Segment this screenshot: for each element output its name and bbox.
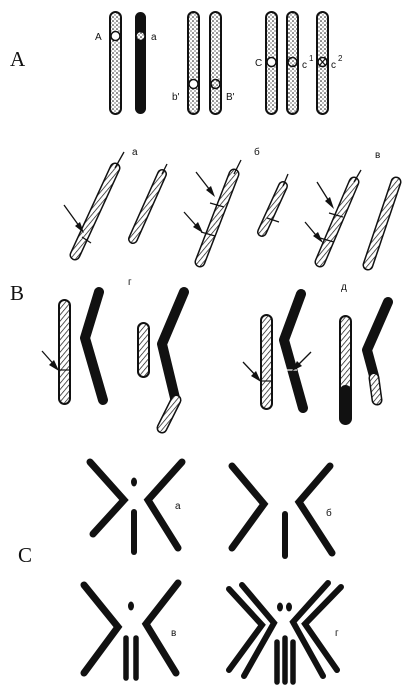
chromosome-set-C-c: C c 1 c 2 xyxy=(255,12,343,114)
chromosome-bent-solid xyxy=(367,302,388,376)
panel-c-b: б xyxy=(232,466,332,556)
chromosome-hatched xyxy=(59,300,70,404)
chromosome-bent-solid xyxy=(284,294,303,408)
chromosome-pair-A-a: A a xyxy=(95,12,157,114)
panel-b-b: б xyxy=(184,146,288,262)
chromosome-pair-b-B: b' B' xyxy=(172,12,235,114)
section-label-a: A xyxy=(10,47,26,71)
panel-b-d: д xyxy=(243,282,388,424)
locus-dominant xyxy=(211,80,220,89)
chromosome-v-left xyxy=(90,462,124,534)
allele-superscript: 2 xyxy=(338,54,343,63)
chromosome-dot xyxy=(131,478,137,487)
locus-dominant xyxy=(111,32,120,41)
allele-label: a xyxy=(151,32,157,43)
chromosome-bent-solid xyxy=(85,292,103,400)
allele-label: c xyxy=(331,60,336,71)
chromosome-v-left xyxy=(84,585,118,673)
panel-c-a: а xyxy=(90,462,182,552)
chromosome-speckled xyxy=(210,12,221,114)
panel-label: в xyxy=(171,628,176,639)
panel-label: б xyxy=(254,146,260,158)
locus-c1 xyxy=(288,58,297,67)
arrow-icon xyxy=(325,197,334,209)
panel-c-g: г xyxy=(229,583,341,682)
panel-label: а xyxy=(132,147,138,158)
allele-label: A xyxy=(95,32,102,43)
section-c: C а б в xyxy=(18,462,341,682)
locus-recessive xyxy=(189,80,198,89)
allele-label: b' xyxy=(172,92,180,103)
panel-b-v: в xyxy=(305,150,396,265)
chromosome-speckled xyxy=(188,12,199,114)
chromosome-dot xyxy=(128,602,134,611)
allele-label: c xyxy=(302,60,307,71)
panel-c-v: в xyxy=(84,583,178,678)
chromosome-hatched xyxy=(261,315,272,409)
chromosome-speckled xyxy=(110,12,121,114)
panel-label: а xyxy=(175,501,181,512)
chromosome-v-left xyxy=(232,466,264,548)
chromosome-dot xyxy=(277,603,283,612)
panel-label: в xyxy=(375,150,380,161)
section-b: B а б xyxy=(10,146,396,428)
chromosome-dot xyxy=(286,603,292,612)
chromosome-bent-solid xyxy=(162,292,184,398)
section-a: A A a b' B' C xyxy=(10,12,343,114)
allele-label: C xyxy=(255,58,262,69)
panel-b-g: г xyxy=(42,277,184,428)
panel-label: г xyxy=(335,628,339,639)
chromosome-solid-segment xyxy=(340,385,351,424)
chromosome-solid xyxy=(135,12,146,114)
arrow-icon xyxy=(49,360,59,371)
panel-b-a: а xyxy=(64,147,167,255)
section-label-b: B xyxy=(10,281,24,305)
panel-label: д xyxy=(341,282,347,293)
allele-superscript: 1 xyxy=(309,54,314,63)
panel-label: б xyxy=(326,507,332,519)
locus-C xyxy=(267,58,276,67)
chromosome-hatched xyxy=(138,323,149,377)
panel-label: г xyxy=(128,277,132,288)
allele-label: B' xyxy=(226,92,235,103)
section-label-c: C xyxy=(18,543,32,567)
locus-recessive xyxy=(136,32,145,41)
